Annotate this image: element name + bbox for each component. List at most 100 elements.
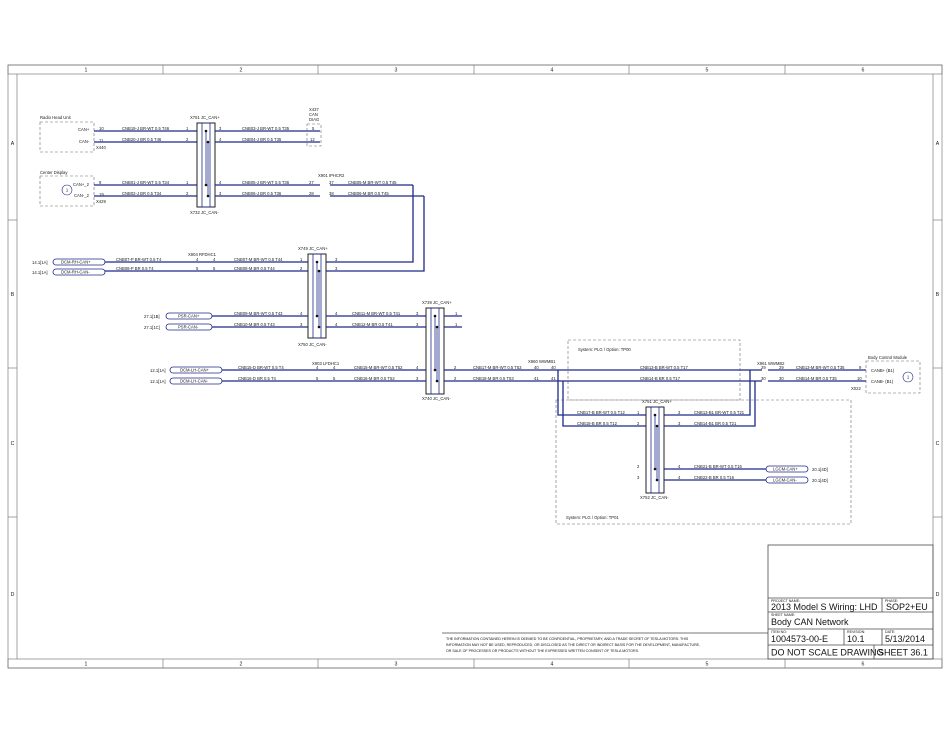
svg-text:4: 4 (300, 311, 303, 316)
connector-id: X022 (851, 386, 861, 391)
svg-text:2: 2 (454, 376, 457, 381)
info-icon-label: 1 (66, 188, 69, 193)
wire-label: CNB07-P BR-WT 0.5 T4 (116, 257, 162, 262)
pin-number: 28 (309, 191, 314, 196)
offpage-connector (52, 268, 106, 276)
col-label: 1 (85, 662, 88, 668)
svg-text:5: 5 (196, 266, 199, 271)
wire (325, 185, 414, 263)
svg-text:4: 4 (335, 311, 338, 316)
svg-text:3: 3 (300, 322, 303, 327)
svg-text:REVISION:: REVISION: (847, 630, 865, 634)
module-name: Body Control Module (868, 355, 908, 360)
splice-top-label: X749 JC_CAN+ (298, 246, 328, 251)
pin-name: CANB- (B1) (871, 379, 894, 384)
pin-name: CAN-_2 (74, 193, 90, 198)
splice-top-label: X751 JC_CAN+ (190, 115, 220, 120)
do-not-scale: DO NOT SCALE DRAWING (771, 648, 884, 658)
splice-bottom-label: X752 JC_CAN- (640, 495, 669, 500)
info-icon-label: 1 (907, 375, 910, 380)
splice-bottom-label: X740 JC_CAN- (422, 396, 451, 401)
inline-connector-x960: X960 WWMB1 40 41 40 41 (528, 359, 556, 381)
offpage-ref: 14.1[1A] (32, 270, 48, 275)
pin-number: 9 (859, 365, 862, 370)
date: 5/13/2014 (885, 634, 925, 644)
svg-text:4: 4 (416, 365, 419, 370)
pin-name: CAN+_2 (73, 182, 90, 187)
offpage-label: PSR-CAN- (178, 325, 199, 330)
offpage-label: PSR-CAN+ (178, 314, 200, 319)
svg-text:4: 4 (196, 257, 199, 262)
wire-label: CNB19-J BR-WT 0.5 T46 (122, 126, 170, 131)
svg-text:40: 40 (551, 365, 556, 370)
svg-text:4: 4 (333, 365, 336, 370)
svg-text:29: 29 (779, 365, 784, 370)
offpage-label: DCM-RH-CAN- (61, 270, 90, 275)
offpage-ref: 20.1[4D] (812, 478, 828, 483)
svg-text:SHEET NAME:: SHEET NAME: (771, 613, 795, 617)
diag-connector-x437: X437 CAN DIAG 5 12 (306, 107, 322, 147)
svg-text:1: 1 (455, 311, 458, 316)
inline-connector-x901: X901 IPHCR2 27 28 37 38 (309, 173, 345, 196)
wire-label: CNB13-B BR-WT 0.5 T17 (640, 365, 688, 370)
offpage-ref: 14.1[1A] (32, 260, 48, 265)
svg-text:OR SALE OF PROCESSES OR PRODUC: OR SALE OF PROCESSES OR PRODUCTS WITHOUT… (446, 649, 639, 653)
wire (664, 370, 751, 416)
pin-number: 5 (312, 126, 315, 131)
svg-text:5: 5 (333, 376, 336, 381)
border-frame (7, 64, 943, 669)
svg-text:29: 29 (761, 365, 766, 370)
wire (664, 381, 756, 427)
wire-label: CNB22-B BR 0.5 T16 (694, 475, 735, 480)
svg-text:41: 41 (534, 376, 539, 381)
pin-number: 38 (329, 191, 334, 196)
pin-number: 3 (219, 126, 222, 131)
wire-label: CNB14-B BR 0.5 T17 (640, 376, 681, 381)
svg-text:4: 4 (678, 464, 681, 469)
svg-text:3: 3 (335, 266, 338, 271)
svg-text:1: 1 (300, 257, 303, 262)
system-label: System: PLG / Option: TP01 (566, 515, 619, 520)
svg-text:3: 3 (637, 475, 640, 480)
svg-text:ITEM NO:: ITEM NO: (771, 630, 787, 634)
wire-label: CNB18-M BR 0.5 T53 (473, 376, 514, 381)
wire-label: CNB05-J BR-WT 0.5 T36 (242, 180, 290, 185)
svg-text:X901 IPHCR2: X901 IPHCR2 (318, 173, 345, 178)
svg-text:THE INFORMATION CONTAINED HERE: THE INFORMATION CONTAINED HEREIN IS DEEM… (446, 637, 689, 641)
pin-name: CANB+ (B1) (871, 368, 895, 373)
svg-text:3: 3 (678, 410, 681, 415)
wire (557, 370, 646, 416)
svg-text:2: 2 (637, 421, 640, 426)
offpage-connector (765, 476, 809, 484)
splice-top-label: X751 JC_CAN+ (642, 399, 672, 404)
pin-number: 2 (186, 137, 189, 142)
system-label: System: PLG / Option: TP00 (578, 347, 631, 352)
wire-label: CNB16-D BR 0.5 T4 (238, 376, 277, 381)
svg-text:30: 30 (761, 376, 766, 381)
row-label: C (936, 441, 940, 447)
wire-label: CNB06-M BR 0.5 T45 (348, 191, 389, 196)
wire-label: CNB18-B BR 0.5 T12 (577, 421, 618, 426)
row-label: A (936, 141, 940, 147)
offpage-ref: 27.1[1B] (144, 314, 160, 319)
pin-number: 9 (99, 180, 102, 185)
phase: SOP2+EU (886, 602, 928, 612)
wire-label: CNB08-M BR 0.5 T44 (234, 266, 275, 271)
svg-text:4: 4 (213, 257, 216, 262)
wire-label: CNB16-M BR 0.5 T52 (354, 376, 395, 381)
svg-text:30: 30 (779, 376, 784, 381)
info-icon (61, 184, 73, 196)
wire-label: CNB01-J BR-WT 0.5 T34 (122, 180, 170, 185)
splice-x751b: X751 JC_CAN+ X752 JC_CAN- (640, 399, 672, 500)
sheet-number: SHEET 36.1 (878, 648, 928, 658)
row-label: B (11, 292, 15, 298)
pin-name: CAN+ (78, 127, 90, 132)
pin-name: CAN- (79, 139, 90, 144)
svg-text:X960 WWMB1: X960 WWMB1 (528, 359, 556, 364)
wire-label: CNB06-J BR 0.5 T36 (242, 191, 282, 196)
wire-label: CNB07-M BR-WT 0.5 T44 (234, 257, 283, 262)
offpage-ref: 12.1[1A] (150, 379, 166, 384)
svg-text:3: 3 (678, 421, 681, 426)
wire-label: CNB13-B1 BR-WT 0.5 T21 (694, 410, 745, 415)
